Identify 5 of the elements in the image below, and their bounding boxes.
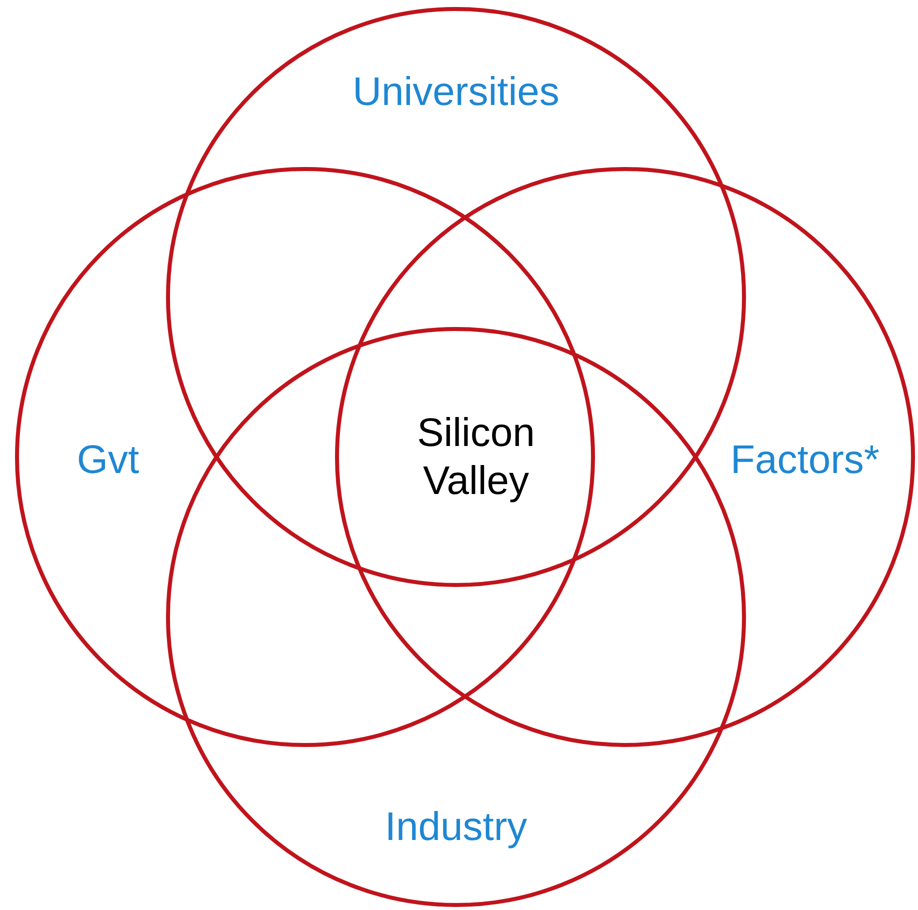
center-label: Silicon Valley: [416, 410, 536, 505]
circle-label: Factors*: [730, 438, 880, 482]
circle-label: Gvt: [76, 438, 140, 482]
circle-label: Universities: [352, 70, 560, 114]
circle-label: Industry: [384, 805, 528, 849]
